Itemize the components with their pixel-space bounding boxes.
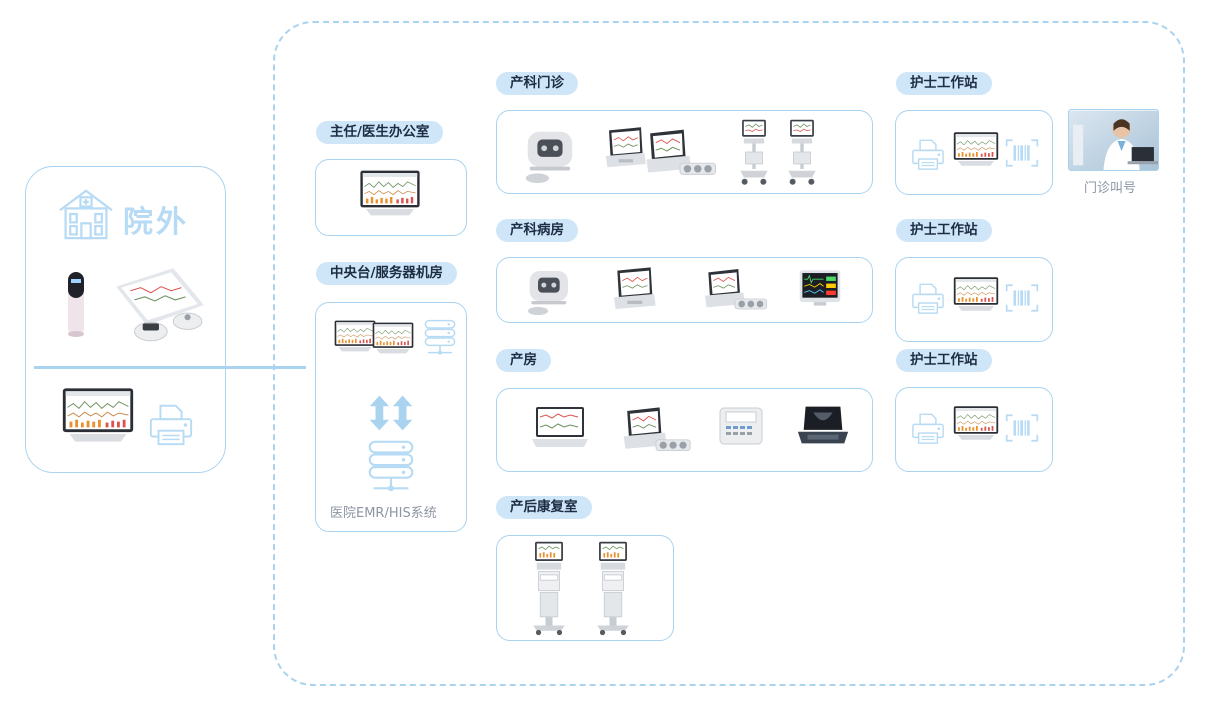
section-label-nurse-station-2: 护士工作站 — [896, 219, 992, 242]
nurse-monitor-2 — [952, 274, 1000, 314]
section-label-nurse-station-3: 护士工作站 — [896, 349, 992, 372]
ward-fetal-monitor — [608, 264, 660, 314]
patient-monitor — [798, 268, 842, 308]
section-label-delivery-room: 产房 — [496, 349, 551, 372]
rehab-cart-2 — [594, 540, 632, 636]
nurse-monitor-3 — [952, 403, 1000, 443]
section-label-obstetric-ward: 产科病房 — [496, 219, 578, 242]
bidirectional-arrows-icon — [362, 393, 420, 433]
mobile-cart-2 — [785, 116, 819, 188]
delivery-laptop-monitor — [530, 404, 590, 450]
outside-title: 院外 — [123, 205, 189, 240]
network-connector-line — [34, 366, 306, 369]
delivery-fetal-monitor-tray — [616, 402, 696, 456]
clinic-call-photo — [1068, 109, 1159, 171]
rehab-cart-1 — [530, 540, 568, 636]
barcode-icon — [1005, 413, 1039, 443]
hospital-icon — [58, 188, 114, 240]
section-label-director-office: 主任/医生办公室 — [316, 121, 444, 144]
ward-fetal-doppler — [522, 266, 574, 316]
fetal-doppler — [520, 126, 578, 184]
clinic-call-label: 门诊叫号 — [1084, 181, 1137, 196]
section-label-obstetric-clinic: 产科门诊 — [496, 72, 578, 95]
section-label-postpartum-room: 产后康复室 — [496, 496, 592, 519]
mobile-cart-1 — [737, 116, 771, 188]
database-server-icon — [362, 438, 420, 496]
ward-fetal-monitor-tray — [697, 264, 773, 314]
handheld-fetal-doppler — [60, 270, 92, 340]
tablet-fetal-monitor — [108, 266, 210, 344]
printer-icon — [146, 400, 196, 448]
outside-monitor — [60, 386, 136, 444]
ultrasound-device — [794, 404, 852, 448]
emr-his-label: 医院EMR/HIS系统 — [330, 506, 437, 521]
nurse-monitor-1 — [952, 129, 1000, 169]
central-monitor-2 — [371, 320, 415, 356]
delivery-device-box — [716, 404, 766, 448]
section-label-nurse-station-1: 护士工作站 — [896, 72, 992, 95]
server-icon — [420, 318, 460, 358]
printer-icon — [910, 410, 946, 446]
postpartum-room-panel — [496, 535, 674, 641]
section-label-central-station: 中央台/服务器机房 — [316, 262, 457, 285]
printer-icon — [910, 136, 946, 172]
printer-icon — [910, 280, 946, 316]
fetal-monitor-tray — [638, 124, 722, 180]
office-monitor — [358, 168, 422, 218]
hospital-boundary — [273, 21, 1185, 686]
barcode-icon — [1005, 138, 1039, 168]
barcode-icon — [1005, 283, 1039, 313]
